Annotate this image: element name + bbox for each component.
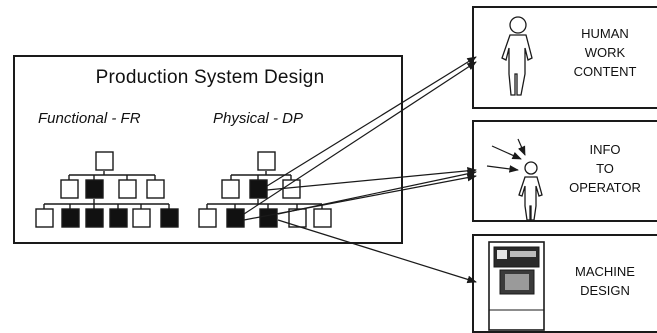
arrow-to-info-operator — [266, 167, 477, 191]
human-work-content-label: HUMAN WORK CONTENT — [553, 24, 657, 81]
dp-node — [198, 208, 217, 228]
dp-node — [288, 208, 307, 228]
label-line: MACHINE — [575, 264, 635, 279]
fr-node — [132, 208, 151, 228]
fr-root-node — [95, 151, 114, 171]
dp-root-node — [257, 151, 276, 171]
fr-hierarchy — [43, 171, 170, 209]
dp-node-filled — [249, 179, 268, 199]
arrow-to-human-work — [266, 56, 477, 187]
production-system-design-box — [13, 55, 403, 244]
functional-fr-label: Functional - FR — [38, 110, 141, 127]
machine-design-box — [472, 234, 657, 333]
fr-node — [35, 208, 54, 228]
diagram-title: Production System Design — [95, 67, 325, 88]
physical-dp-label: Physical - DP — [213, 110, 304, 127]
fr-node-filled — [85, 208, 104, 228]
mapping-arrows — [243, 56, 477, 284]
label-line: HUMAN — [581, 26, 629, 41]
label-line: CONTENT — [573, 64, 637, 79]
dp-nodes — [198, 151, 332, 228]
dp-hierarchy — [206, 171, 323, 209]
label-line: DESIGN — [580, 283, 630, 298]
fr-node — [146, 179, 165, 199]
info-to-operator-label: INFO TO OPERATOR — [553, 140, 657, 197]
fr-node-filled — [109, 208, 128, 228]
machine-design-label: MACHINE DESIGN — [553, 262, 657, 300]
fr-node-filled — [160, 208, 179, 228]
person-outline-icon — [501, 16, 533, 96]
arrow-to-info-operator — [243, 173, 477, 221]
fr-nodes — [35, 151, 179, 228]
machine-cabinet-icon — [488, 241, 545, 331]
label-line: OPERATOR — [569, 180, 641, 195]
arrow-to-machine-design — [277, 219, 477, 284]
dp-node — [221, 179, 240, 199]
dp-node — [313, 208, 332, 228]
arrow-to-human-work — [243, 61, 477, 215]
dp-node-filled — [259, 208, 278, 228]
dp-node-filled — [226, 208, 245, 228]
fr-node — [118, 179, 137, 199]
fr-node-filled — [85, 179, 104, 199]
fr-node — [60, 179, 79, 199]
operator-with-incoming-arrows-icon — [486, 138, 543, 221]
label-line: INFO — [589, 142, 621, 157]
fr-node-filled — [61, 208, 80, 228]
label-line: TO — [596, 161, 614, 176]
label-line: WORK — [584, 45, 626, 60]
